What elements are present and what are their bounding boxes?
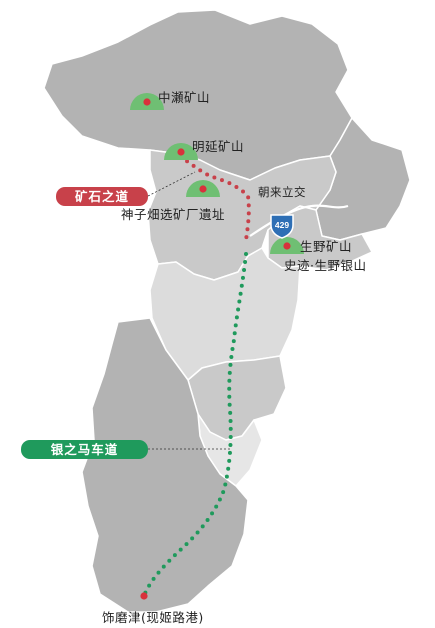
location-dot-icon	[143, 98, 151, 106]
location-dot-icon	[199, 185, 207, 193]
silver-road-label: 银之马车道	[21, 440, 148, 459]
ore-road-label: 矿石之道	[56, 187, 148, 206]
label-ikuno-mine: 生野矿山	[300, 239, 353, 254]
location-dot-icon	[140, 592, 148, 600]
route-shield-icon: 429	[270, 214, 294, 239]
label-ikuno-silver-mine-site: 史迹·生野银山	[284, 258, 367, 273]
label-nakase-mine: 中瀬矿山	[158, 90, 211, 105]
label-shikama-port: 饰磨津(现姬路港)	[102, 610, 204, 625]
label-asaku-interchange: 朝来立交	[258, 185, 306, 199]
route-number: 429	[275, 220, 289, 230]
location-dot-icon	[177, 148, 185, 156]
ore-road-leader	[147, 171, 196, 197]
label-akenobe-mine: 明延矿山	[192, 139, 245, 154]
ore-road-line	[172, 150, 251, 242]
regions	[43, 9, 411, 613]
location-dot-icon	[283, 242, 291, 250]
silver-road-line	[142, 252, 248, 598]
label-mikobata-plant-ruins: 神子畑选矿厂遺址	[121, 207, 226, 222]
national-road-line	[249, 204, 349, 237]
